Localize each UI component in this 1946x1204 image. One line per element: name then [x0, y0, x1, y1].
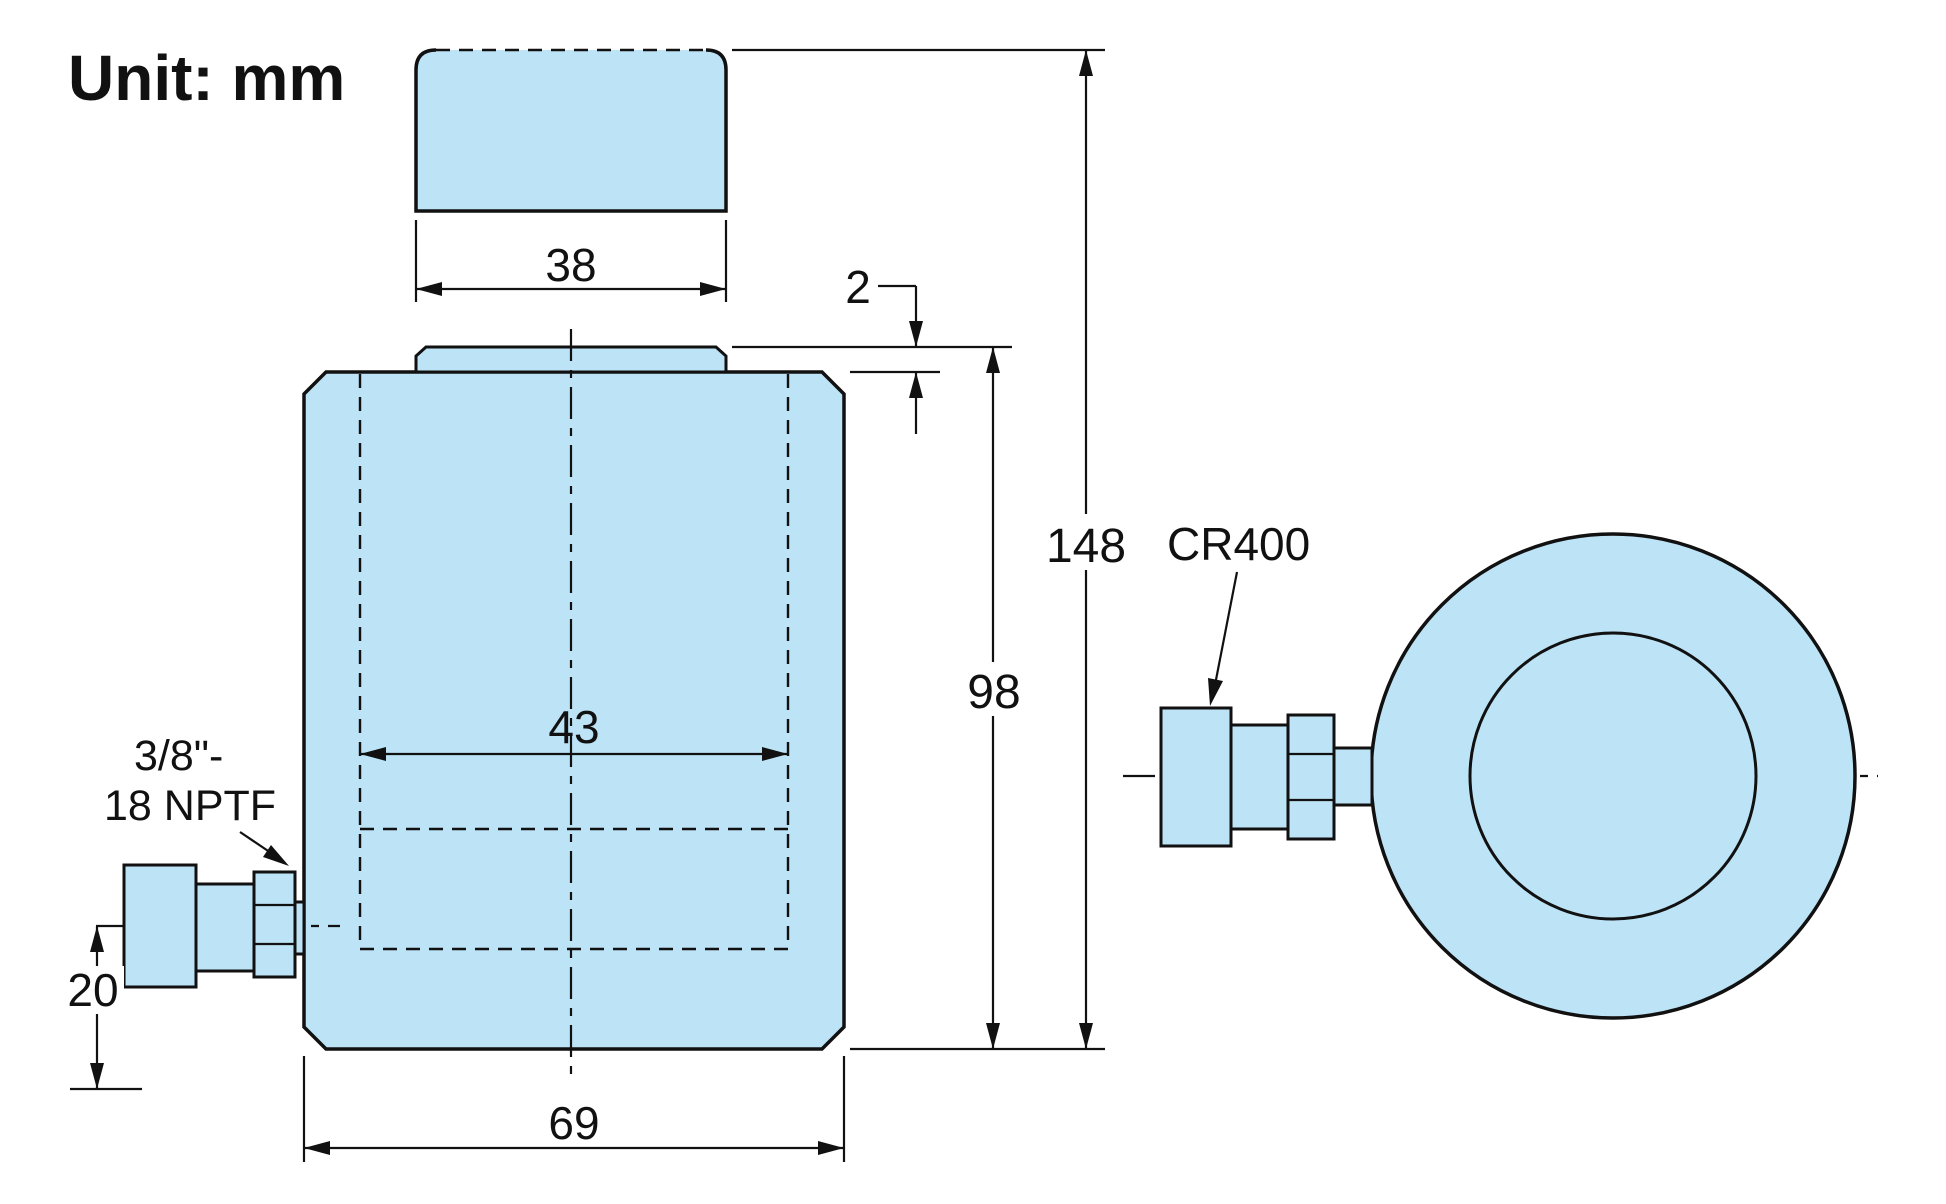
arrowhead — [90, 1063, 104, 1089]
dim-port-height: 20 — [64, 926, 142, 1091]
dim-value-20: 20 — [67, 964, 118, 1016]
arrowhead — [909, 321, 923, 347]
model-label-group: CR400 — [1167, 518, 1310, 706]
port-fitting-right — [1159, 706, 1374, 848]
arrowhead — [909, 372, 923, 398]
coupler-neck — [194, 882, 256, 973]
arrowhead — [762, 747, 788, 761]
saddle-fill — [416, 50, 726, 211]
dim-value-2: 2 — [845, 261, 871, 313]
coupler-body — [1159, 706, 1233, 848]
dim-text-mask — [1030, 514, 1142, 570]
dim-text-mask — [955, 662, 1033, 716]
dim-saddle-width: 38 — [414, 220, 728, 302]
dim-saddle-protrusion: 2 — [732, 261, 1012, 434]
saddle-outline — [414, 48, 728, 213]
front-view: 38 43 — [64, 48, 1142, 1162]
port-nipple — [293, 900, 306, 956]
dim-value-69: 69 — [548, 1097, 599, 1149]
arrowhead — [360, 747, 386, 761]
dim-plunger-diameter: 43 — [360, 701, 788, 761]
arrowhead — [1079, 50, 1093, 76]
dim-collapsed-height: 98 — [850, 347, 1105, 1051]
port-thread-line2: 18 NPTF — [104, 782, 276, 830]
arrowhead — [263, 845, 289, 866]
arrowhead — [818, 1141, 844, 1155]
hex-nut — [252, 870, 297, 979]
cylinder-body — [302, 370, 846, 1051]
port-fitting-left — [122, 863, 306, 989]
arrowhead — [1208, 678, 1223, 706]
unit-label: Unit: mm — [68, 42, 345, 114]
arrowhead — [986, 347, 1000, 373]
arrowhead — [986, 1023, 1000, 1049]
arrowhead — [304, 1141, 330, 1155]
leader-line — [1212, 571, 1239, 691]
port-thread-label: 3/8"- 18 NPTF — [104, 732, 289, 866]
dim-value-98: 98 — [967, 666, 1020, 719]
body-circle-outer — [1369, 532, 1857, 1020]
coupler-body — [122, 863, 198, 989]
arrowhead — [416, 282, 442, 296]
port-nipple — [1332, 746, 1374, 807]
dim-outside-diameter: 69 — [302, 1056, 846, 1162]
arrowhead — [1079, 1023, 1093, 1049]
model-label: CR400 — [1167, 518, 1310, 570]
coupler-neck — [1229, 723, 1290, 831]
dim-value-43: 43 — [548, 701, 599, 753]
dim-text-mask — [64, 966, 124, 1014]
arrowhead — [90, 926, 104, 952]
dim-value-38: 38 — [545, 239, 596, 291]
top-view: CR400 — [1123, 518, 1878, 1020]
dim-extended-height: 148 — [732, 48, 1142, 1049]
port-thread-line1: 3/8"- — [134, 732, 223, 780]
plunger-circle-inner — [1468, 631, 1758, 921]
bore-hidden-lines — [358, 374, 790, 951]
arrowhead — [700, 282, 726, 296]
dim-value-148: 148 — [1046, 520, 1126, 573]
saddle — [414, 48, 728, 213]
hex-nut — [1286, 713, 1336, 841]
